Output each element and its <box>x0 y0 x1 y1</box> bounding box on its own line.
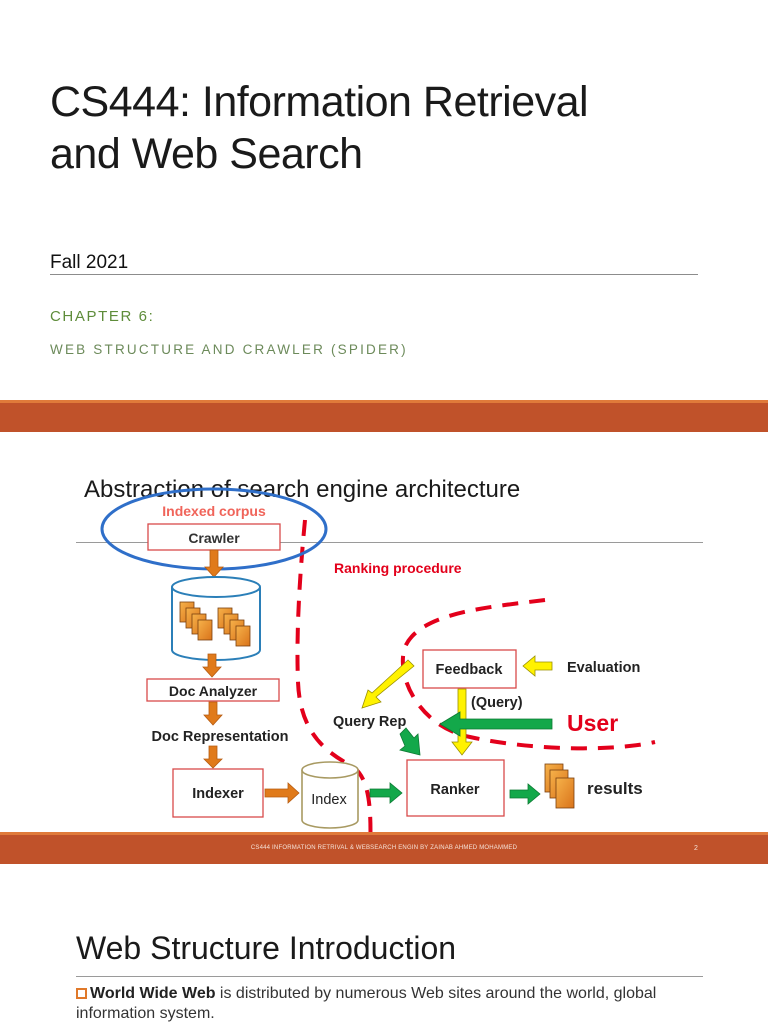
doc-representation-label: Doc Representation <box>152 729 289 745</box>
title-line-2: and Web Search <box>50 130 363 178</box>
results-label: results <box>587 779 643 798</box>
feedback-label: Feedback <box>436 662 504 678</box>
analyzer-down-arrow <box>203 701 223 726</box>
footer-bar: CS444 INFORMATION RETRIVAL & WEBSEARCH E… <box>0 832 768 864</box>
footer-bar <box>0 400 768 432</box>
slide-title: CS444: Information Retrieval and Web Sea… <box>50 76 589 180</box>
footer-text: CS444 INFORMATION RETRIVAL & WEBSEARCH E… <box>250 845 518 851</box>
indexed-corpus-label: Indexed corpus <box>162 503 266 519</box>
chapter-subtitle: WEB STRUCTURE AND CRAWLER (SPIDER) <box>50 342 408 357</box>
query-label: (Query) <box>471 695 523 711</box>
ranking-procedure-label: Ranking procedure <box>334 560 462 576</box>
crawler-label: Crawler <box>188 530 240 546</box>
term-label: Fall 2021 <box>50 252 129 273</box>
title-line-1: CS444: Information Retrieval <box>50 78 589 126</box>
index-to-ranker-arrow <box>369 782 403 804</box>
bullet-text: is distributed by numerous Web sites aro… <box>76 985 657 1022</box>
evaluation-to-feedback-arrow <box>522 655 553 677</box>
feedback-to-queryrep-arrow <box>361 659 415 709</box>
user-label: User <box>567 710 618 736</box>
title-slide: CS444: Information Retrieval and Web Sea… <box>0 0 768 432</box>
user-to-queryrep-arrow <box>439 711 553 737</box>
indexer-box <box>172 768 264 818</box>
chapter-label: CHAPTER 6: <box>50 308 155 325</box>
query-rep-label: Query Rep <box>333 714 406 730</box>
doc-analyzer-box <box>146 678 280 702</box>
ranker-label: Ranker <box>430 782 480 798</box>
ranker-to-results-arrow <box>509 783 541 805</box>
slide-title: Abstraction of search engine architectur… <box>84 476 521 503</box>
indexer-label: Indexer <box>192 786 244 802</box>
ranker-box <box>406 759 505 817</box>
docs-down-arrow <box>202 653 222 678</box>
slide-title: Web Structure Introduction <box>76 930 457 966</box>
crawler-down-arrow <box>204 549 224 578</box>
architecture-diagram: Indexed corpus Crawler Doc Analyzer Doc … <box>100 487 656 853</box>
index-cylinder-icon <box>301 761 359 829</box>
indexer-to-index-arrow <box>264 782 300 804</box>
web-structure-slide: Web Structure Introduction World Wide We… <box>0 864 768 1024</box>
divider <box>76 976 703 977</box>
page-number: 2 <box>694 845 698 852</box>
divider <box>76 542 703 543</box>
document-store-icon <box>171 576 261 661</box>
results-docs-icon <box>544 763 575 809</box>
checkbox-bullet-icon <box>76 988 87 999</box>
evaluation-label: Evaluation <box>567 660 640 676</box>
index-label: Index <box>311 792 347 808</box>
divider <box>50 274 698 275</box>
ranking-boundary-right <box>400 598 656 751</box>
bullet-bold-term: World Wide Web <box>90 985 216 1002</box>
doc-analyzer-label: Doc Analyzer <box>169 683 258 699</box>
architecture-slide: Abstraction of search engine architectur… <box>0 432 768 864</box>
crawler-box <box>147 523 281 551</box>
bullet-item: World Wide Web is distributed by numerou… <box>76 984 696 1024</box>
representation-down-arrow <box>203 745 223 769</box>
queryrep-to-ranker-arrow <box>399 727 421 756</box>
feedback-box <box>422 649 517 689</box>
